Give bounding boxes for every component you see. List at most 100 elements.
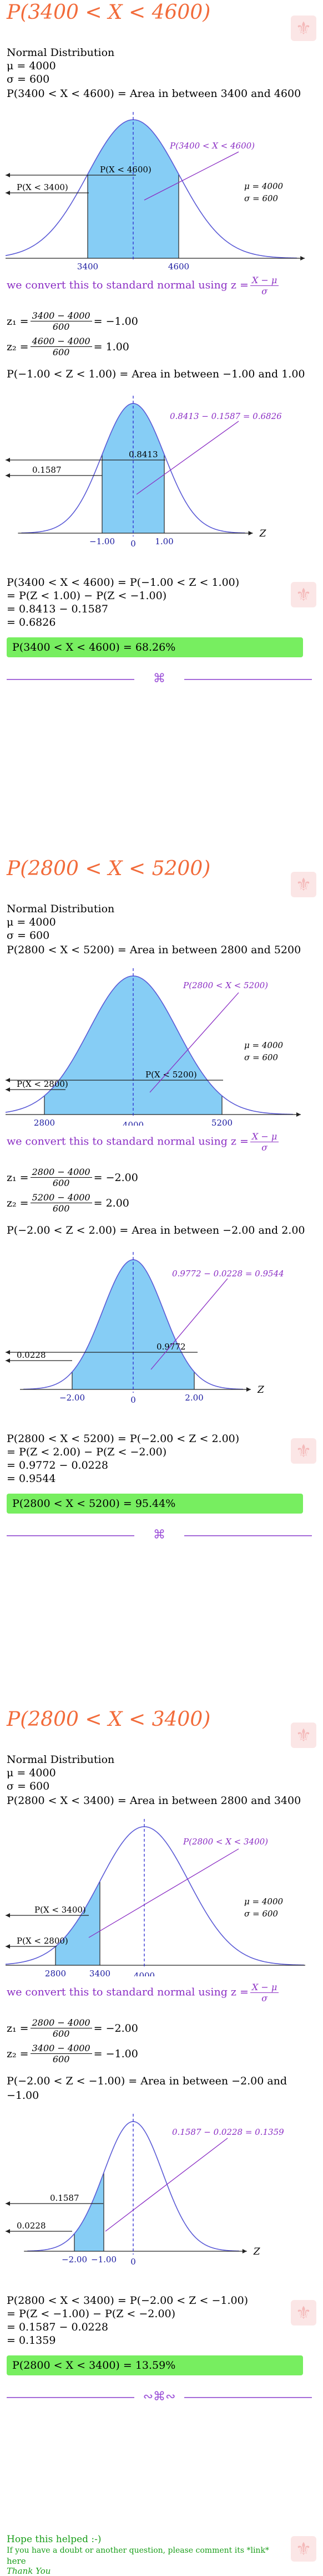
section-divider: ⌘ — [7, 672, 312, 686]
center-label: 4000 — [134, 1971, 155, 1976]
z-rhs: = −1.00 — [93, 315, 138, 328]
fraction-denominator: 600 — [52, 1178, 70, 1188]
answer-box: P(2800 < X < 3400) = 13.59% — [7, 2355, 303, 2375]
fraction-numerator: 4600 − 4000 — [30, 336, 92, 347]
tick-label: 3400 — [77, 262, 98, 269]
fraction-denominator: 600 — [52, 1203, 70, 1214]
text-line: σ = 600 — [7, 929, 50, 942]
divider-bar — [7, 679, 134, 680]
z-lhs: z₂ = — [7, 2047, 29, 2060]
arrowhead — [6, 2229, 10, 2233]
arrowhead — [6, 458, 10, 462]
z-rhs: = 2.00 — [93, 1197, 129, 1209]
convert-text: we convert this to standard normal using… — [7, 1135, 249, 1148]
cumulative-label: 0.1587 — [50, 2193, 79, 2203]
footer-thanks: Thank You — [7, 2566, 51, 2576]
zero-label: 0 — [130, 1395, 136, 1405]
z-lhs: z₂ = — [7, 340, 29, 353]
z-area-line: P(−1.00 < Z < 1.00) = Area in between −1… — [7, 368, 305, 380]
x-distribution-graph: 280034004000XP(X < 3400)P(X < 2800)P(280… — [6, 1819, 305, 1976]
cumulative-label: P(X < 2800) — [17, 1936, 68, 1946]
calc-line: = P(Z < 1.00) − P(Z < −1.00) — [7, 590, 167, 602]
calc-line: = 0.9544 — [7, 1473, 56, 1485]
tick-label: 4600 — [168, 262, 189, 269]
sigma-label: σ = 600 — [244, 1052, 278, 1062]
arrowhead — [6, 1087, 10, 1092]
answer-box: P(3400 < X < 4600) = 68.26% — [7, 637, 303, 657]
divider-bar — [184, 1535, 312, 1536]
calc-line: = 0.1359 — [7, 2334, 56, 2347]
z-rhs: = 1.00 — [93, 340, 129, 353]
cumulative-label: P(X < 2800) — [17, 1079, 68, 1089]
footer-here-link[interactable]: here — [7, 2556, 26, 2566]
z-rhs: = −1.00 — [93, 2047, 138, 2060]
text-line: P(2800 < X < 5200) = Area in between 280… — [7, 944, 301, 956]
watermark-logo: ⚜ — [291, 1438, 316, 1464]
cumulative-label: P(X < 3400) — [34, 1905, 86, 1915]
callout-label: 0.1587 − 0.0228 = 0.1359 — [172, 2127, 284, 2137]
x-distribution-graph: 34004600XP(X < 4600)P(X < 3400)P(3400 < … — [6, 112, 305, 269]
callout-label: P(2800 < X < 5200) — [183, 980, 268, 990]
callout-line — [150, 1278, 228, 1370]
z-rhs: = −2.00 — [93, 1171, 138, 1184]
zero-label: 0 — [130, 539, 136, 549]
text-line: Normal Distribution — [7, 903, 115, 915]
divider-mark: ⌘ — [153, 672, 165, 686]
callout-line — [136, 421, 239, 495]
cumulative-label: 0.0228 — [17, 2221, 46, 2231]
tick-label: 2800 — [34, 1118, 55, 1126]
fraction-numerator: 3400 − 4000 — [30, 2043, 92, 2054]
sigma-label: σ = 600 — [244, 1909, 278, 1919]
footer-doubt: If you have a doubt or another question,… — [7, 2546, 269, 2555]
calc-line: = 0.1587 − 0.0228 — [7, 2321, 108, 2333]
cumulative-label: 0.0228 — [17, 1350, 46, 1360]
cumulative-label: P(X < 3400) — [17, 182, 68, 192]
text-line: Normal Distribution — [7, 47, 115, 59]
axis-arrowhead — [246, 1387, 251, 1392]
calc-line: P(2800 < X < 5200) = P(−2.00 < Z < 2.00) — [7, 1433, 240, 1445]
fraction-numerator: 3400 − 4000 — [30, 310, 92, 321]
fraction-numerator: 2800 − 4000 — [30, 2017, 92, 2028]
convert-line: we convert this to standard normal using… — [7, 1131, 280, 1153]
cumulative-label: 0.1587 — [32, 465, 62, 475]
tick-label: 5200 — [211, 1118, 233, 1126]
z-area-line-2: −1.00 — [7, 2089, 39, 2102]
text-line: σ = 600 — [7, 73, 50, 85]
tick-label: −1.00 — [91, 2255, 117, 2265]
z-area-line: P(−2.00 < Z < 2.00) = Area in between −2… — [7, 1224, 305, 1236]
fraction-denominator: σ — [261, 1993, 268, 2003]
convert-line: we convert this to standard normal using… — [7, 275, 280, 297]
callout-label: 0.9772 − 0.0228 = 0.9544 — [172, 1269, 284, 1279]
calc-line: = P(Z < −1.00) − P(Z < −2.00) — [7, 2308, 176, 2320]
axis-arrowhead — [296, 1112, 301, 1117]
convert-text: we convert this to standard normal using… — [7, 1986, 249, 1999]
section-title: P(3400 < X < 4600) — [7, 1, 211, 24]
convert-line: we convert this to standard normal using… — [7, 1982, 280, 2003]
fraction-denominator: 600 — [52, 2028, 70, 2039]
tick-label: 2.00 — [185, 1393, 203, 1403]
arrowhead — [6, 473, 10, 478]
center-label: 4000 — [123, 1120, 144, 1126]
divider-bar — [184, 679, 312, 680]
z-lhs: z₁ = — [7, 315, 29, 328]
answer-box: P(2800 < X < 5200) = 95.44% — [7, 1494, 303, 1514]
callout-line — [149, 992, 239, 1093]
x-distribution-graph: 280052004000XP(X < 2800)P(X < 5200)P(280… — [6, 968, 301, 1126]
axis-name: Z — [259, 528, 267, 539]
divider-mark: ⌘ — [153, 1528, 165, 1542]
cumulative-label: 0.9772 — [157, 1342, 186, 1352]
cumulative-label: P(X < 5200) — [145, 1070, 197, 1080]
calc-line: = 0.9772 − 0.0228 — [7, 1459, 108, 1471]
tick-label: 3400 — [89, 1969, 110, 1976]
convert-text: we convert this to standard normal using… — [7, 279, 249, 292]
cumulative-label: P(X < 4600) — [100, 165, 152, 175]
